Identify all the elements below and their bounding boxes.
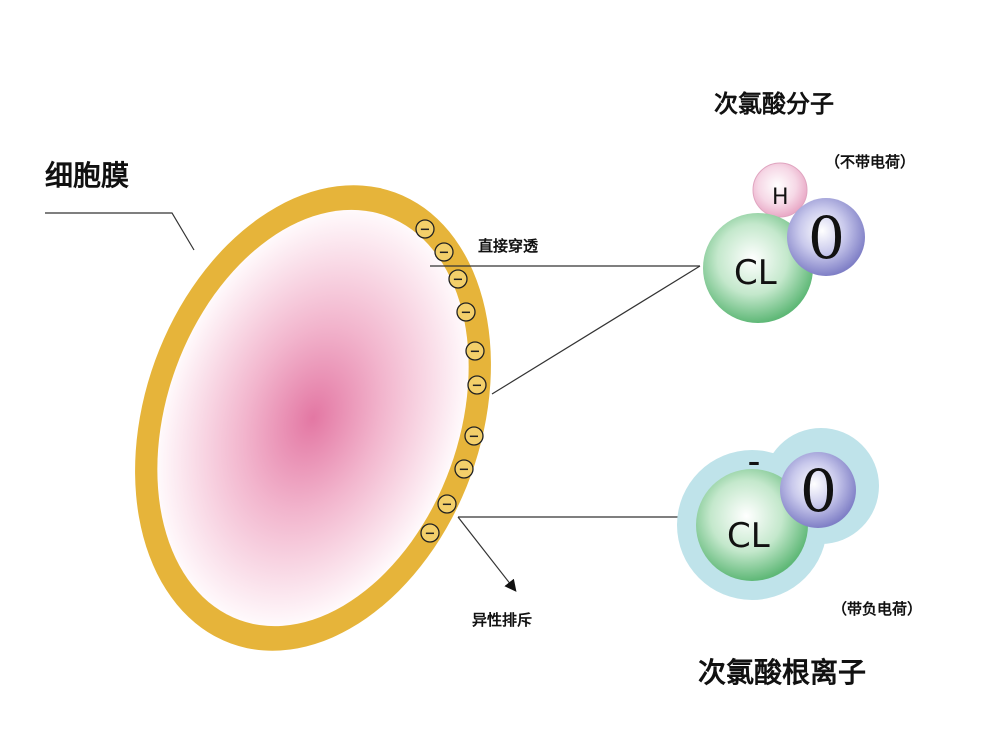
negative-charge-sign: − — [461, 306, 472, 321]
negative-charge-icon — [464, 426, 484, 446]
ocl-title: 次氯酸根离子 — [698, 656, 866, 689]
negative-charge-icon — [448, 269, 468, 289]
negative-charge-sign: − — [439, 246, 450, 261]
cl-atom-label: CL — [727, 516, 770, 556]
negative-charge-icon — [467, 375, 487, 395]
negative-charge-sign: − — [470, 345, 481, 360]
negative-charge-sign: − — [425, 527, 436, 542]
negative-charge-sign: − — [459, 463, 470, 478]
negative-charge-sign: − — [453, 273, 464, 288]
negative-charge-icon — [456, 302, 476, 322]
membrane-label: 细胞膜 — [45, 159, 129, 192]
negative-charge-icon — [465, 341, 485, 361]
ocl-ion: – CL 0 — [677, 428, 879, 600]
repel-label: 异性排斥 — [472, 611, 532, 629]
membrane-label-line — [45, 212, 195, 251]
o-atom-label: 0 — [808, 204, 845, 272]
negative-charge-icon — [454, 459, 474, 479]
o-atom-label: 0 — [800, 457, 837, 525]
cl-atom — [703, 213, 813, 323]
penetrate-line-lower — [491, 265, 701, 395]
o-atom — [780, 452, 856, 528]
cell — [135, 185, 491, 651]
negative-sign: – — [748, 448, 760, 476]
negative-charge-sign: − — [472, 379, 483, 394]
negative-charge-icon — [415, 219, 435, 239]
o-atom — [787, 198, 865, 276]
membrane-negative-charges: −−−−−−−−−− — [415, 219, 487, 543]
hocl-title: 次氯酸分子 — [714, 90, 834, 118]
repel-arrow — [457, 516, 517, 592]
h-atom — [752, 162, 808, 218]
negative-charge-sign: − — [420, 223, 431, 238]
negative-charge-icon — [437, 494, 457, 514]
negative-charge-sign: − — [469, 430, 480, 445]
penetrate-label: 直接穿透 — [478, 237, 539, 255]
cl-atom — [696, 469, 808, 581]
connector-lines — [45, 212, 701, 592]
ocl-charge-note: （带负电荷） — [832, 600, 922, 618]
hocl-charge-note: （不带电荷） — [825, 153, 915, 171]
h-atom-label: H — [772, 185, 789, 210]
cell-interior — [157, 209, 469, 627]
negative-charge-icon — [434, 242, 454, 262]
negative-charge-sign: − — [442, 498, 453, 513]
negative-charge-icon — [420, 523, 440, 543]
cl-atom-label: CL — [734, 253, 777, 293]
hocl-molecule: H CL 0 — [703, 162, 865, 323]
